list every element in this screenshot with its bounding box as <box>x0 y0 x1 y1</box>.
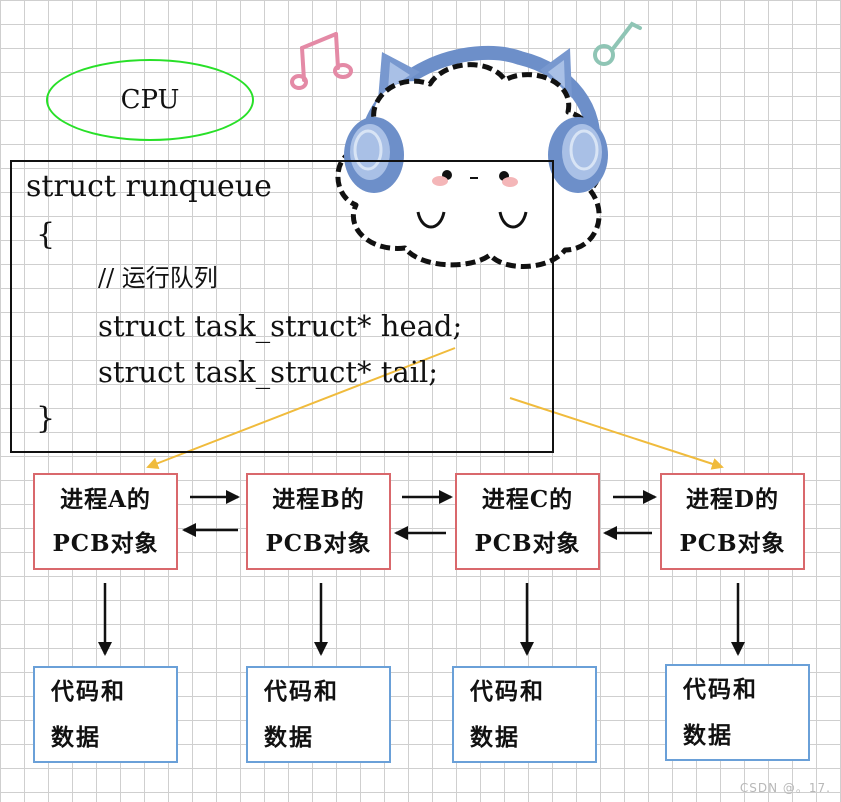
code-line-close-brace: } <box>36 401 56 436</box>
data-subtitle: 数据 <box>470 723 520 751</box>
pcb-title: 进程C的 <box>481 485 574 513</box>
data-box-c: 代码和 数据 <box>452 666 597 763</box>
pcb-box-a: 进程A的 PCB对象 <box>33 473 178 570</box>
pcb-subtitle: PCB对象 <box>265 529 372 557</box>
pcb-title: 进程B的 <box>272 485 365 513</box>
runqueue-struct-box <box>10 160 554 453</box>
pcb-title: 进程A的 <box>60 485 151 513</box>
cpu-ellipse: CPU <box>46 59 254 141</box>
data-subtitle: 数据 <box>51 723 101 751</box>
code-line-tail: struct task_struct* tail; <box>98 355 439 389</box>
cpu-label: CPU <box>120 85 180 115</box>
code-line-open-brace: { <box>36 217 56 252</box>
pcb-subtitle: PCB对象 <box>474 529 581 557</box>
pcb-subtitle: PCB对象 <box>679 529 786 557</box>
data-box-d: 代码和 数据 <box>665 664 810 761</box>
watermark: CSDN @。17. <box>739 781 831 795</box>
data-title: 代码和 <box>51 677 126 705</box>
pcb-title: 进程D的 <box>686 485 779 513</box>
data-subtitle: 数据 <box>683 721 733 749</box>
pcb-box-c: 进程C的 PCB对象 <box>455 473 600 570</box>
pcb-box-d: 进程D的 PCB对象 <box>660 473 805 570</box>
data-title: 代码和 <box>264 677 339 705</box>
pcb-subtitle: PCB对象 <box>52 529 159 557</box>
head-pointer-arrow <box>146 347 456 469</box>
cloud-mascot-with-headphones <box>335 45 608 269</box>
music-note-icon <box>290 32 353 90</box>
data-title: 代码和 <box>470 677 545 705</box>
code-line-comment: // 运行队列 <box>98 264 218 292</box>
data-subtitle: 数据 <box>264 723 314 751</box>
pcb-box-b: 进程B的 PCB对象 <box>246 473 391 570</box>
data-title: 代码和 <box>683 675 758 703</box>
code-line-head: struct task_struct* head; <box>98 309 463 343</box>
code-line-struct: struct runqueue <box>26 169 272 204</box>
music-note-icon <box>593 21 642 66</box>
data-box-a: 代码和 数据 <box>33 666 178 763</box>
data-box-b: 代码和 数据 <box>246 666 391 763</box>
tail-pointer-arrow <box>509 397 724 470</box>
